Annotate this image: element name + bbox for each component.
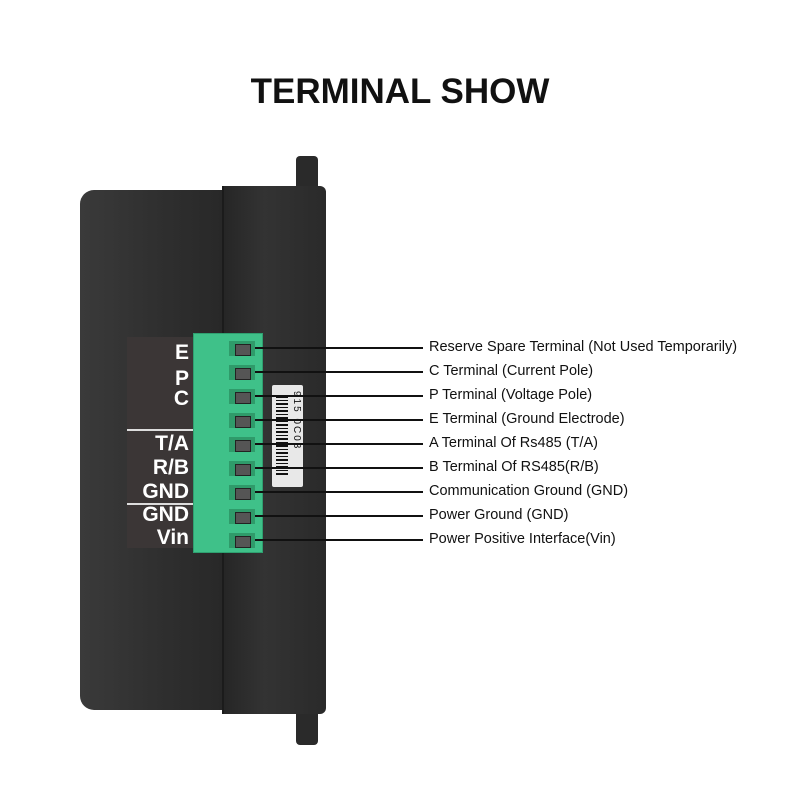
green-terminal-block (193, 333, 263, 553)
terminal-description: B Terminal Of RS485(R/B) (429, 459, 599, 475)
divider (127, 503, 197, 505)
terminal-screw (229, 437, 255, 452)
terminal-description: A Terminal Of Rs485 (T/A) (429, 435, 598, 451)
screw-icon (235, 512, 251, 524)
callout-line (255, 443, 423, 445)
terminal-screw (229, 485, 255, 500)
callout-line (255, 467, 423, 469)
callout-line (255, 491, 423, 493)
terminal-screw (229, 533, 255, 548)
panel-label-e: E (174, 341, 189, 364)
barcode-label: 915 0C03 (272, 385, 303, 487)
terminal-screw (229, 389, 255, 404)
terminal-description: Power Ground (GND) (429, 507, 569, 523)
screw-icon (235, 344, 251, 356)
screw-icon (235, 368, 251, 380)
screw-icon (235, 392, 251, 404)
panel-label-gnd2: GND (142, 503, 189, 526)
panel-label-rb: R/B (152, 456, 189, 479)
terminal-screw (229, 365, 255, 380)
terminal-description: Reserve Spare Terminal (Not Used Tempora… (429, 339, 738, 355)
callout-line (255, 419, 423, 421)
callout-line (255, 395, 423, 397)
callout-line (255, 347, 423, 349)
terminal-description: Communication Ground (GND) (429, 483, 629, 499)
screw-icon (235, 464, 251, 476)
callout-line (255, 539, 423, 541)
panel-label-vin: Vin (156, 526, 189, 549)
panel-label-ta: T/A (155, 432, 189, 455)
panel-label-p: P (174, 367, 189, 390)
diagram-title: TERMINAL SHOW (250, 72, 550, 111)
terminal-screw (229, 509, 255, 524)
panel-label-gnd: GND (142, 480, 189, 503)
screw-icon (235, 536, 251, 548)
terminal-description: C Terminal (Current Pole) (429, 363, 594, 379)
divider (127, 429, 197, 431)
terminal-description: Power Positive Interface(Vin) (429, 531, 616, 547)
terminal-description: P Terminal (Voltage Pole) (429, 387, 593, 403)
callout-line (255, 371, 423, 373)
screw-icon (235, 440, 251, 452)
terminal-screw (229, 413, 255, 428)
panel-label-c: C (173, 387, 189, 410)
terminal-description: E Terminal (Ground Electrode) (429, 411, 625, 427)
terminal-label-panel: E P C T/A R/B GND GND Vin (127, 337, 197, 549)
barcode-bars (276, 395, 288, 475)
callout-line (255, 515, 423, 517)
screw-icon (235, 488, 251, 500)
terminal-screw (229, 461, 255, 476)
screw-icon (235, 416, 251, 428)
terminal-screw (229, 341, 255, 356)
